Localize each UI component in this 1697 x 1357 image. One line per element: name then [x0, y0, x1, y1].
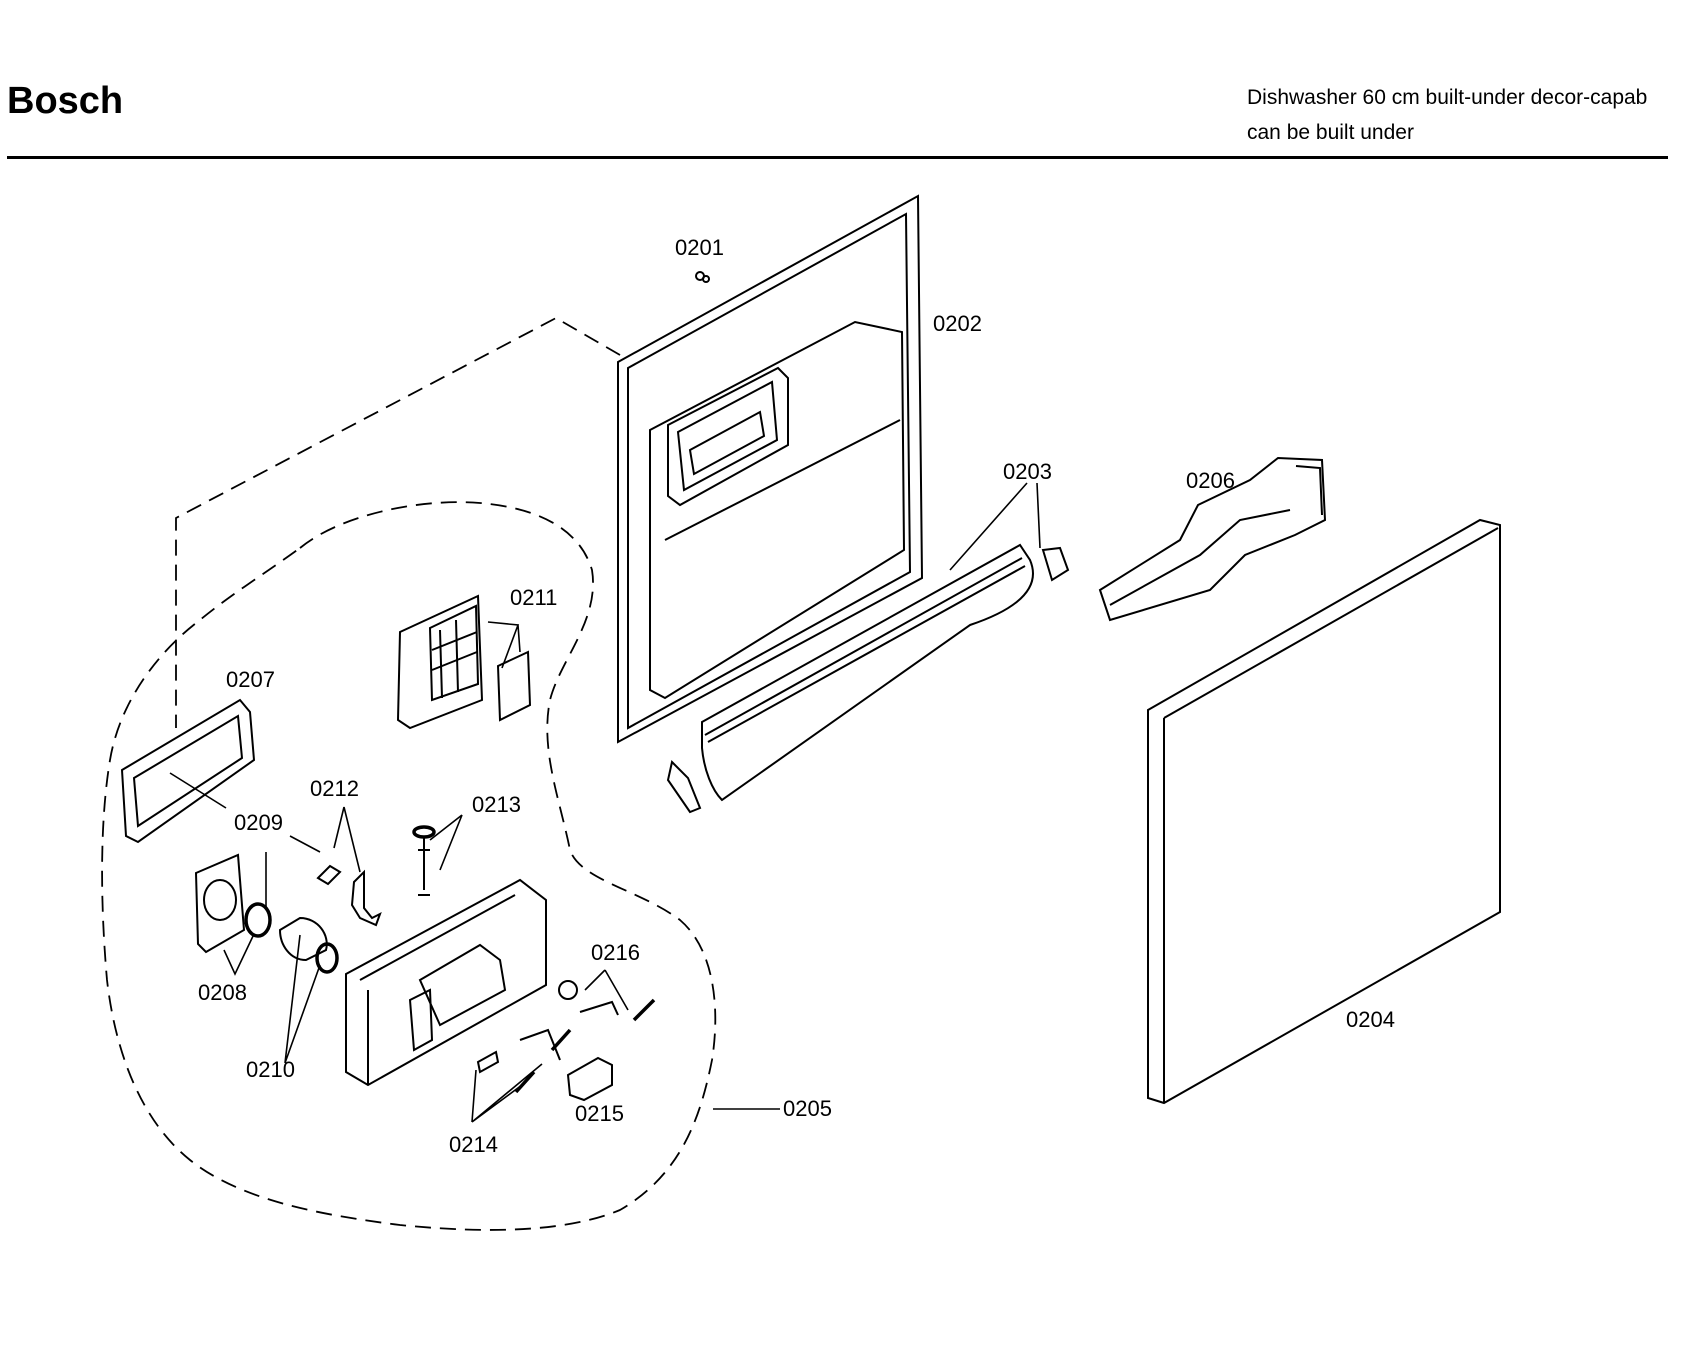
callout-0209: 0209	[234, 810, 283, 835]
hinge-bracket-part	[1098, 456, 1327, 622]
dashed-guide-line	[175, 316, 621, 728]
seal-ring-parts	[244, 902, 339, 974]
brand-title: Bosch	[7, 80, 124, 122]
leader-lines	[169, 482, 1041, 1123]
callout-0211: 0211	[510, 585, 557, 610]
callout-0207: 0207	[226, 667, 275, 692]
callout-0203: 0203	[1003, 459, 1052, 484]
callout-0206: 0206	[1186, 468, 1235, 493]
screw-part	[695, 271, 710, 283]
description-line-1: Dishwasher 60 cm built-under decor-capab	[1247, 86, 1648, 109]
callout-0210: 0210	[246, 1057, 295, 1082]
callout-0205: 0205	[783, 1096, 832, 1121]
callout-0212: 0212	[310, 776, 359, 801]
callout-0204: 0204	[1346, 1007, 1395, 1032]
model-description: Dishwasher 60 cm built-under decor-capab…	[1247, 80, 1647, 150]
bottom-seal-part	[666, 543, 1070, 814]
callout-0208: 0208	[198, 980, 247, 1005]
callout-0202: 0202	[933, 311, 982, 336]
callout-0216: 0216	[591, 940, 640, 965]
inner-door-part	[617, 194, 924, 744]
header-divider	[7, 156, 1668, 159]
callout-0201: 0201	[675, 235, 724, 260]
callout-0213: 0213	[472, 792, 521, 817]
callout-0215: 0215	[575, 1101, 624, 1126]
sensor-pin-part	[412, 825, 436, 896]
description-line-2: can be built under	[1247, 121, 1414, 144]
dispenser-cover-part	[396, 594, 532, 730]
small-control-parts	[476, 980, 656, 1102]
outer-door-panel-part	[1147, 518, 1501, 1105]
gasket-frame-part	[120, 698, 256, 844]
rinse-aid-cap-housing-part	[194, 853, 246, 954]
control-module-part	[345, 878, 547, 1087]
lever-part	[316, 864, 382, 927]
assembly-group-outline	[101, 501, 717, 1231]
callout-0214: 0214	[449, 1132, 498, 1157]
